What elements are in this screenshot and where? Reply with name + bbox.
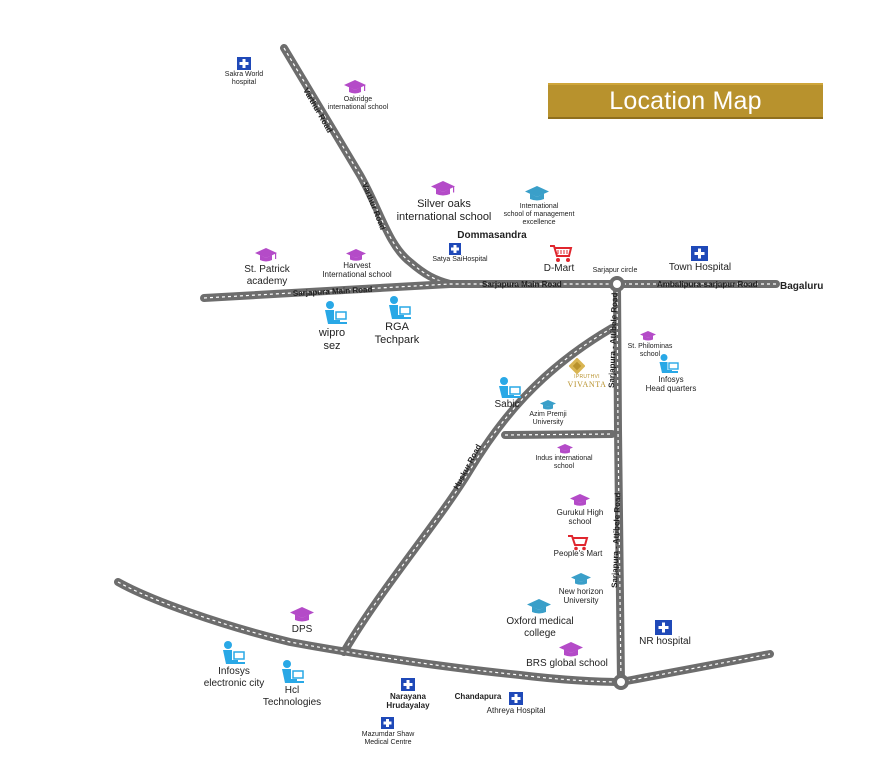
graduation-cap-icon	[559, 642, 583, 657]
ambalipura-road-label: Ambalipura-sarjapur Road	[657, 280, 758, 289]
shopping-cart-icon	[568, 535, 589, 551]
title-banner: Location Map	[548, 83, 823, 119]
shopping-cart-icon	[550, 245, 573, 262]
office-worker-icon	[223, 641, 245, 664]
office-worker-icon	[389, 296, 411, 319]
graduation-cap-icon	[557, 444, 573, 454]
office-worker-icon	[282, 660, 304, 683]
hospital-icon	[655, 620, 672, 635]
office-worker-icon	[659, 354, 679, 373]
graduation-cap-icon	[570, 494, 590, 506]
graduation-cap-icon	[255, 248, 277, 262]
office-worker-icon	[499, 377, 521, 398]
property-label: IPRUTHVI VIVANTA	[562, 374, 612, 389]
property-brand: IPRUTHVI	[574, 374, 600, 380]
peoples-mart-label: People's Mart	[553, 549, 603, 558]
property-name: VIVANTA	[567, 380, 607, 389]
hospital-icon	[237, 57, 251, 70]
varthur-road	[284, 48, 450, 284]
graduation-cap-icon	[344, 80, 366, 94]
sarjapura-main-road-label-east: Sarjapura Main Road	[482, 280, 562, 289]
graduation-cap-icon	[290, 607, 314, 622]
nr-hospital-label: NR hospital	[639, 636, 691, 647]
property-logo-icon	[569, 358, 585, 374]
hospital-icon	[449, 243, 461, 255]
hospital-icon	[381, 717, 394, 729]
bagaluru-label: Bagaluru	[780, 281, 824, 292]
graduation-cap-icon	[540, 400, 556, 410]
graduation-cap-icon	[525, 186, 549, 201]
sarjapur-circle-junction	[609, 276, 625, 292]
town-hospital-label: Town Hospital	[668, 262, 732, 273]
varthur-road-label-2: Varthur Road	[360, 181, 387, 231]
page-title: Location Map	[609, 86, 762, 115]
huskur-road-label: Huskur Road	[452, 443, 483, 491]
brs-school-label: BRS global school	[526, 658, 608, 669]
sarjapura-main-road-label-west: Sarjapura Main Road	[293, 285, 373, 298]
hospital-icon	[691, 246, 708, 261]
office-worker-icon	[325, 301, 347, 324]
sabic-label: Sabic	[494, 399, 520, 410]
connector-road	[505, 434, 612, 435]
chandapura-junction	[613, 674, 629, 690]
graduation-cap-icon	[640, 331, 656, 341]
graduation-cap-icon	[431, 181, 455, 196]
graduation-cap-icon	[527, 599, 551, 614]
sarjapur-circle-label: Sarjapur circle	[592, 267, 638, 274]
dps-label: DPS	[291, 624, 313, 635]
graduation-cap-icon	[571, 573, 591, 585]
hospital-icon	[401, 678, 415, 691]
attibele-road-label-south: Sarjapura - Attibele Road	[610, 492, 622, 588]
graduation-cap-icon	[346, 249, 366, 261]
athreya-hospital-label: Athreya Hospital	[486, 706, 546, 715]
dmart-label: D-Mart	[543, 263, 575, 274]
satya-sai-hospital-label: Satya SaiHospital	[432, 256, 488, 263]
hospital-icon	[509, 692, 523, 705]
dommasandra-label: Dommasandra	[457, 230, 527, 241]
chandapura-label: Chandapura	[454, 692, 502, 701]
attibele-road-label-north: Sarjapura - Attibele Road	[607, 292, 619, 388]
